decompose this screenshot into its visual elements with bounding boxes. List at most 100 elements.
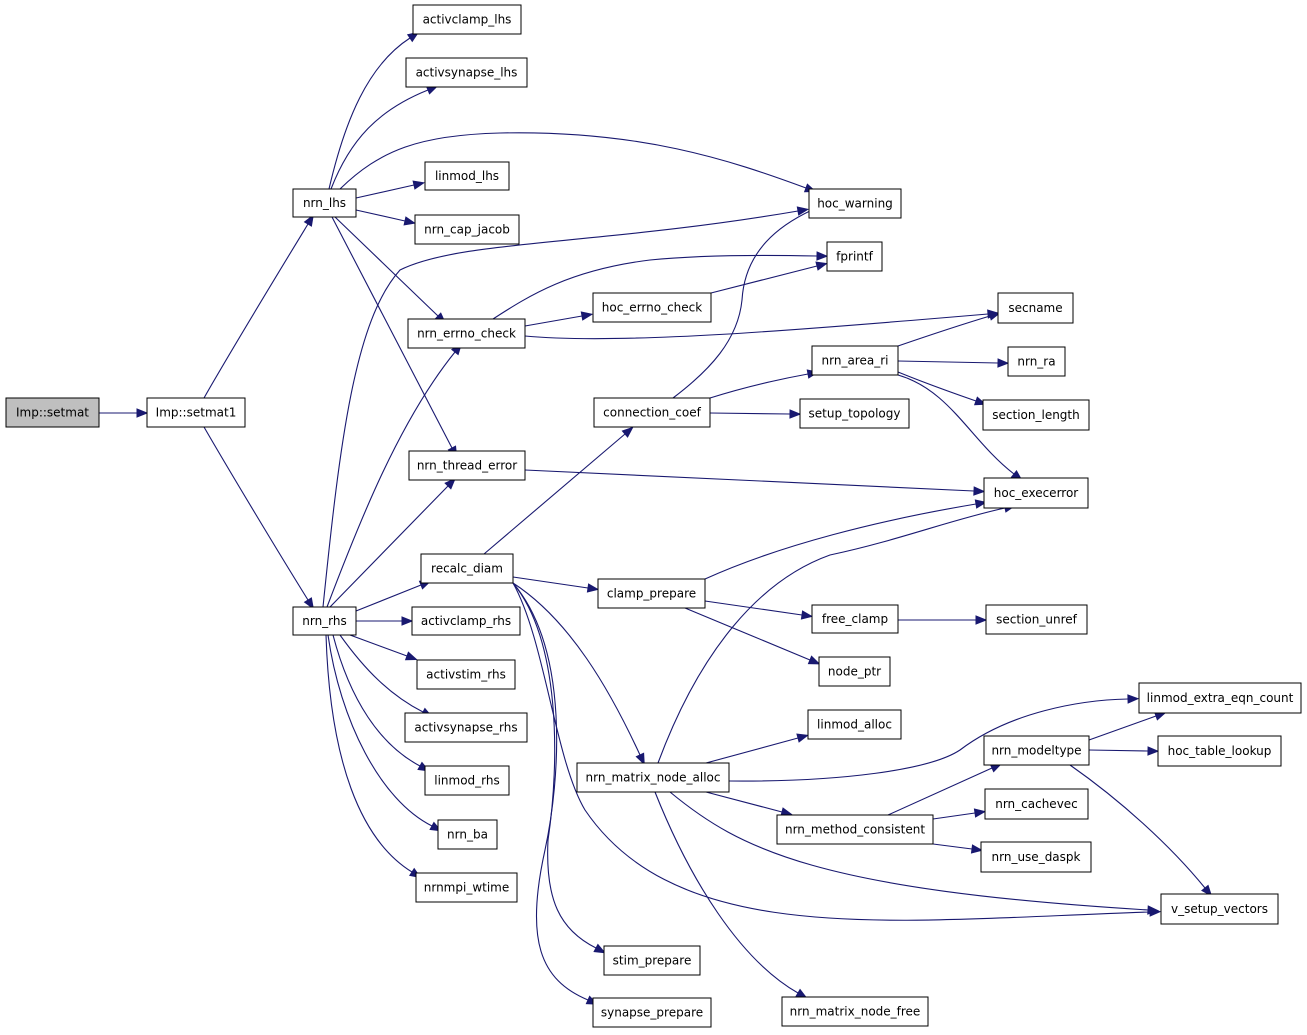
node-free-clamp[interactable]: free_clamp — [811, 604, 899, 634]
node-box[interactable] — [781, 996, 929, 1027]
node-box[interactable] — [424, 161, 510, 191]
node-nrn-ra[interactable]: nrn_ra — [1007, 346, 1066, 377]
edge-nrn_errno_check-to-fprintf — [492, 251, 829, 320]
node-label: nrn_thread_error — [417, 459, 517, 473]
node-box[interactable] — [414, 214, 520, 245]
node-activclamp-lhs[interactable]: activclamp_lhs — [412, 4, 522, 35]
node-box[interactable] — [593, 397, 711, 428]
node-clamp-prepare[interactable]: clamp_prepare — [597, 578, 706, 609]
node-nrn-area-ri[interactable]: nrn_area_ri — [811, 345, 899, 376]
node-box[interactable] — [1007, 346, 1066, 377]
node-fprintf[interactable]: fprintf — [826, 241, 883, 272]
node-box[interactable] — [982, 399, 1090, 431]
node-box[interactable] — [983, 477, 1089, 509]
node-box[interactable] — [405, 57, 528, 88]
node-box[interactable] — [997, 292, 1074, 324]
node-box[interactable] — [603, 945, 701, 976]
node-nrn-cachevec[interactable]: nrn_cachevec — [984, 788, 1089, 820]
node-hoc-errno-check[interactable]: hoc_errno_check — [592, 292, 712, 323]
edge-line — [329, 485, 449, 608]
node-box[interactable] — [1138, 682, 1302, 714]
node-activclamp-rhs[interactable]: activclamp_rhs — [411, 606, 521, 636]
edge-recalc_diam-to-nrn_matrix_node_alloc — [512, 582, 645, 766]
node-box[interactable] — [412, 4, 522, 35]
node-recalc-diam[interactable]: recalc_diam — [420, 553, 514, 584]
node-box[interactable] — [980, 841, 1092, 873]
node-secname[interactable]: secname — [997, 292, 1074, 324]
node-box[interactable] — [576, 762, 730, 793]
node-box[interactable] — [592, 292, 712, 323]
edge-line — [203, 223, 309, 399]
node-box[interactable] — [424, 765, 510, 796]
node-setmat[interactable]: Imp::setmat — [5, 397, 100, 428]
node-activsynapse-lhs[interactable]: activsynapse_lhs — [405, 57, 528, 88]
node-hoc-table-lookup[interactable]: hoc_table_lookup — [1157, 735, 1282, 767]
node-box[interactable] — [807, 709, 902, 740]
node-synapse-prepare[interactable]: synapse_prepare — [592, 997, 712, 1028]
node-nrn-rhs[interactable]: nrn_rhs — [292, 606, 357, 636]
edge-line — [705, 737, 799, 764]
node-nrn-matrix-node-alloc[interactable]: nrn_matrix_node_alloc — [576, 762, 730, 793]
node-box[interactable] — [818, 656, 891, 687]
node-box[interactable] — [420, 553, 514, 584]
node-box[interactable] — [776, 814, 934, 845]
node-box[interactable] — [826, 241, 883, 272]
node-box[interactable] — [799, 398, 910, 429]
node-nrn-cap-jacob[interactable]: nrn_cap_jacob — [414, 214, 520, 245]
edge-line — [710, 265, 818, 294]
node-setup-topology[interactable]: setup_topology — [799, 398, 910, 429]
node-label: nrn_ba — [447, 828, 488, 842]
node-box[interactable] — [408, 450, 526, 481]
node-box[interactable] — [592, 997, 712, 1028]
node-nrn-modeltype[interactable]: nrn_modeltype — [983, 735, 1090, 766]
node-box[interactable] — [984, 788, 1089, 820]
node-nrn-matrix-node-free[interactable]: nrn_matrix_node_free — [781, 996, 929, 1027]
node-box[interactable] — [1160, 893, 1279, 925]
node-linmod-lhs[interactable]: linmod_lhs — [424, 161, 510, 191]
node-box[interactable] — [411, 606, 521, 636]
node-hoc-warning[interactable]: hoc_warning — [808, 188, 902, 219]
node-nrn-errno-check[interactable]: nrn_errno_check — [407, 318, 526, 349]
node-linmod-extra-eqn-count[interactable]: linmod_extra_eqn_count — [1138, 682, 1302, 714]
edge-recalc_diam-to-clamp_prepare — [512, 576, 600, 593]
node-nrn-lhs[interactable]: nrn_lhs — [292, 188, 357, 218]
node-box[interactable] — [292, 606, 357, 636]
edge-line — [704, 503, 977, 580]
node-box[interactable] — [597, 578, 706, 609]
node-label: secname — [1008, 301, 1062, 315]
edge-arrowhead — [796, 206, 810, 216]
node-nrn-method-consistent[interactable]: nrn_method_consistent — [776, 814, 934, 845]
node-box[interactable] — [415, 872, 518, 903]
node-box[interactable] — [146, 397, 246, 428]
node-box[interactable] — [292, 188, 357, 218]
node-box[interactable] — [416, 659, 516, 690]
node-section-unref[interactable]: section_unref — [985, 604, 1088, 635]
node-box[interactable] — [985, 604, 1088, 635]
node-box[interactable] — [404, 712, 528, 743]
node-connection-coef[interactable]: connection_coef — [593, 397, 711, 428]
node-box[interactable] — [5, 397, 100, 428]
node-box[interactable] — [811, 604, 899, 634]
node-nrn-use-daspk[interactable]: nrn_use_daspk — [980, 841, 1092, 873]
node-setmat1[interactable]: Imp::setmat1 — [146, 397, 246, 428]
node-activsynapse-rhs[interactable]: activsynapse_rhs — [404, 712, 528, 743]
node-box[interactable] — [808, 188, 902, 219]
edge-line — [512, 582, 589, 1001]
node-section-length[interactable]: section_length — [982, 399, 1090, 431]
node-activstim-rhs[interactable]: activstim_rhs — [416, 659, 516, 690]
node-nrnmpi-wtime[interactable]: nrnmpi_wtime — [415, 872, 518, 903]
node-box[interactable] — [407, 318, 526, 349]
node-box[interactable] — [811, 345, 899, 376]
node-nrn-ba[interactable]: nrn_ba — [437, 819, 498, 850]
node-v-setup-vectors[interactable]: v_setup_vectors — [1160, 893, 1279, 925]
node-linmod-alloc[interactable]: linmod_alloc — [807, 709, 902, 740]
node-box[interactable] — [1157, 735, 1282, 767]
edge-line — [524, 313, 989, 340]
node-linmod-rhs[interactable]: linmod_rhs — [424, 765, 510, 796]
node-node-ptr[interactable]: node_ptr — [818, 656, 891, 687]
node-box[interactable] — [437, 819, 498, 850]
node-nrn-thread-error[interactable]: nrn_thread_error — [408, 450, 526, 481]
node-hoc-execerror[interactable]: hoc_execerror — [983, 477, 1089, 509]
node-box[interactable] — [983, 735, 1090, 766]
node-stim-prepare[interactable]: stim_prepare — [603, 945, 701, 976]
